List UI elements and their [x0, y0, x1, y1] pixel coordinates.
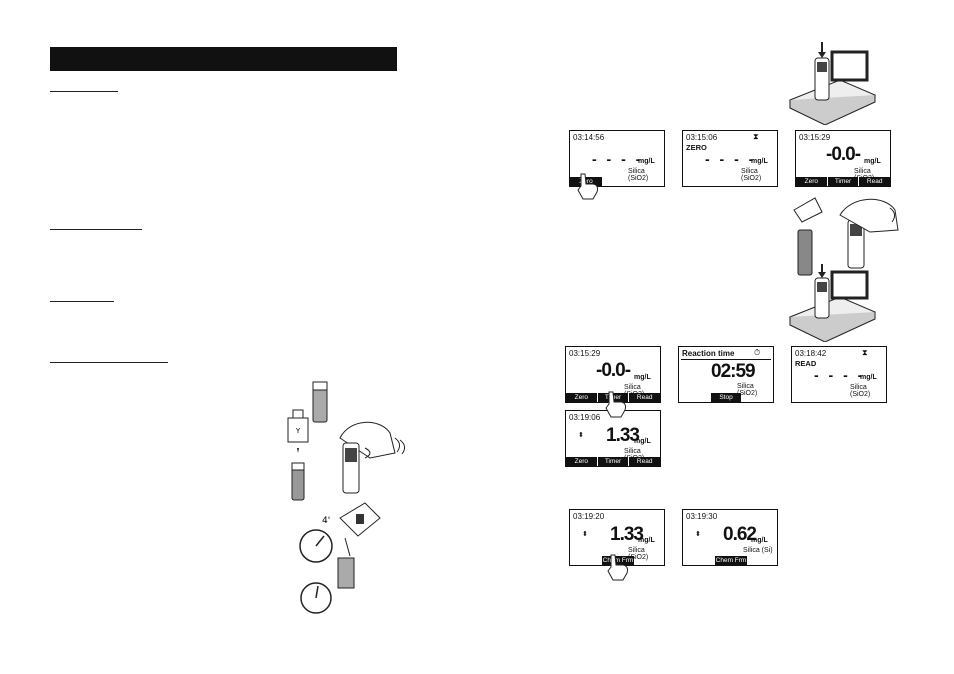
- parameter-name: Silica (Si): [743, 547, 773, 554]
- reading-value: 1.33: [606, 425, 640, 446]
- timer-softkey[interactable]: Timer: [827, 177, 860, 186]
- lcd-screen-zero-ready: 03:14:56 - - - - mg/L Silica (SiO2) Zero: [569, 130, 665, 187]
- up-down-arrows-icon: ⬍: [695, 531, 701, 538]
- read-softkey[interactable]: Read: [629, 393, 660, 402]
- zero-softkey[interactable]: Zero: [566, 457, 598, 466]
- heading-underline-3: [50, 301, 114, 302]
- reading-value: 1.33: [610, 524, 644, 545]
- mode-label: ZERO: [686, 143, 707, 152]
- reading-value: - - - -: [592, 151, 644, 167]
- lcd-screen-zeroing: 03:15:06 ⧗ ZERO - - - - mg/L Silica (SiO…: [682, 130, 778, 187]
- shake-hand-icon: [339, 421, 406, 494]
- chem-form-softkey[interactable]: Chem Frm: [715, 556, 747, 565]
- up-down-arrows-icon: ⬍: [578, 432, 584, 439]
- parameter-name: Silica (SiO2): [737, 383, 758, 397]
- reading-unit: mg/L: [638, 537, 655, 544]
- countdown-value: 02:59: [711, 361, 756, 382]
- add-powder-shake-illustration: [793, 197, 899, 276]
- reading-value: - - - -: [705, 151, 757, 167]
- section-title-bar: [50, 47, 397, 71]
- reading-unit: mg/L: [864, 158, 881, 165]
- meter-insert-cuvette-illustration: [788, 42, 877, 125]
- heading-underline-4: [50, 362, 168, 363]
- lcd-screen-reaction-time: Reaction time ⏱ 02:59 Silica (SiO2) Stop: [678, 346, 774, 403]
- hourglass-icon: ⧗: [862, 348, 868, 357]
- parameter-name: Silica (SiO2): [741, 168, 762, 182]
- reading-unit: mg/L: [638, 158, 655, 165]
- read-softkey[interactable]: Read: [859, 177, 890, 186]
- reading-value: -0.0-: [826, 144, 861, 165]
- read-softkey[interactable]: Read: [629, 457, 660, 466]
- zero-softkey[interactable]: Zero: [566, 393, 598, 402]
- reading-unit: mg/L: [751, 158, 768, 165]
- clock-time: 03:15:06: [686, 133, 718, 142]
- heading-underline-1: [50, 91, 118, 92]
- reading-unit: mg/L: [751, 537, 768, 544]
- chem-form-softkey[interactable]: Chem Frm: [602, 556, 634, 565]
- timer-clock-icon: 4': [299, 516, 333, 563]
- minute-mark: 4': [322, 516, 330, 526]
- hourglass-icon: ⧗: [753, 132, 759, 141]
- finger-press-icon: [607, 554, 628, 581]
- svg-text:Y: Y: [295, 427, 301, 435]
- vial-icon: [312, 381, 328, 423]
- softkey-bar: Zero Timer Read: [796, 177, 890, 186]
- clock-time: 03:19:30: [686, 512, 718, 521]
- reagent-bottle-icon: Y: [287, 409, 309, 453]
- heading-underline-2: [50, 229, 142, 230]
- stopwatch-icon: ⏱: [754, 348, 761, 357]
- reading-unit: mg/L: [860, 374, 877, 381]
- procedure-illustrations: Y 4': [287, 381, 406, 614]
- clock-time: 03:19:06: [569, 413, 601, 422]
- meter-insert-cuvette-illustration-2: [788, 264, 877, 342]
- stop-softkey[interactable]: Stop: [711, 393, 741, 402]
- lcd-screen-chem-form-si: 03:19:30 ⬍ 0.62 mg/L Silica (Si) Chem Fr…: [682, 509, 778, 566]
- parameter-name: Silica (SiO2): [628, 547, 649, 561]
- softkey-bar: Zero Timer Read: [566, 457, 660, 466]
- finger-press-icon: [577, 173, 598, 200]
- parameter-name: Silica (SiO2): [850, 384, 871, 398]
- screen-header: Reaction time: [682, 349, 735, 358]
- lcd-screen-result: 03:19:06 ⬍ 1.33 mg/L Silica (SiO2) Zero …: [565, 410, 661, 467]
- reading-unit: mg/L: [634, 438, 651, 445]
- timer-clock-icon-2: [300, 582, 332, 614]
- clock-time: 03:18:42: [795, 349, 827, 358]
- finger-press-icon: [605, 391, 626, 418]
- zero-softkey[interactable]: Zero: [796, 177, 828, 186]
- parameter-name: Silica (SiO2): [628, 168, 649, 182]
- clock-time: 03:19:20: [573, 512, 605, 521]
- up-down-arrows-icon: ⬍: [582, 531, 588, 538]
- sample-vial-icon: [291, 462, 305, 501]
- powder-pillow-icon: [337, 502, 381, 589]
- clock-time: 03:15:29: [799, 133, 831, 142]
- clock-time: 03:15:29: [569, 349, 601, 358]
- timer-softkey[interactable]: Timer: [597, 457, 630, 466]
- mode-label: READ: [795, 359, 817, 368]
- header-divider: [681, 359, 771, 360]
- lcd-screen-reading: 03:18:42 ⧗ READ - - - - mg/L Silica (SiO…: [791, 346, 887, 403]
- reading-value: -0.0-: [596, 360, 631, 381]
- clock-time: 03:14:56: [573, 133, 605, 142]
- reading-value: - - - -: [814, 367, 866, 383]
- reading-value: 0.62: [723, 524, 757, 545]
- lcd-screen-zeroed: 03:15:29 -0.0- mg/L Silica (SiO2) Zero T…: [795, 130, 891, 187]
- reading-unit: mg/L: [634, 374, 651, 381]
